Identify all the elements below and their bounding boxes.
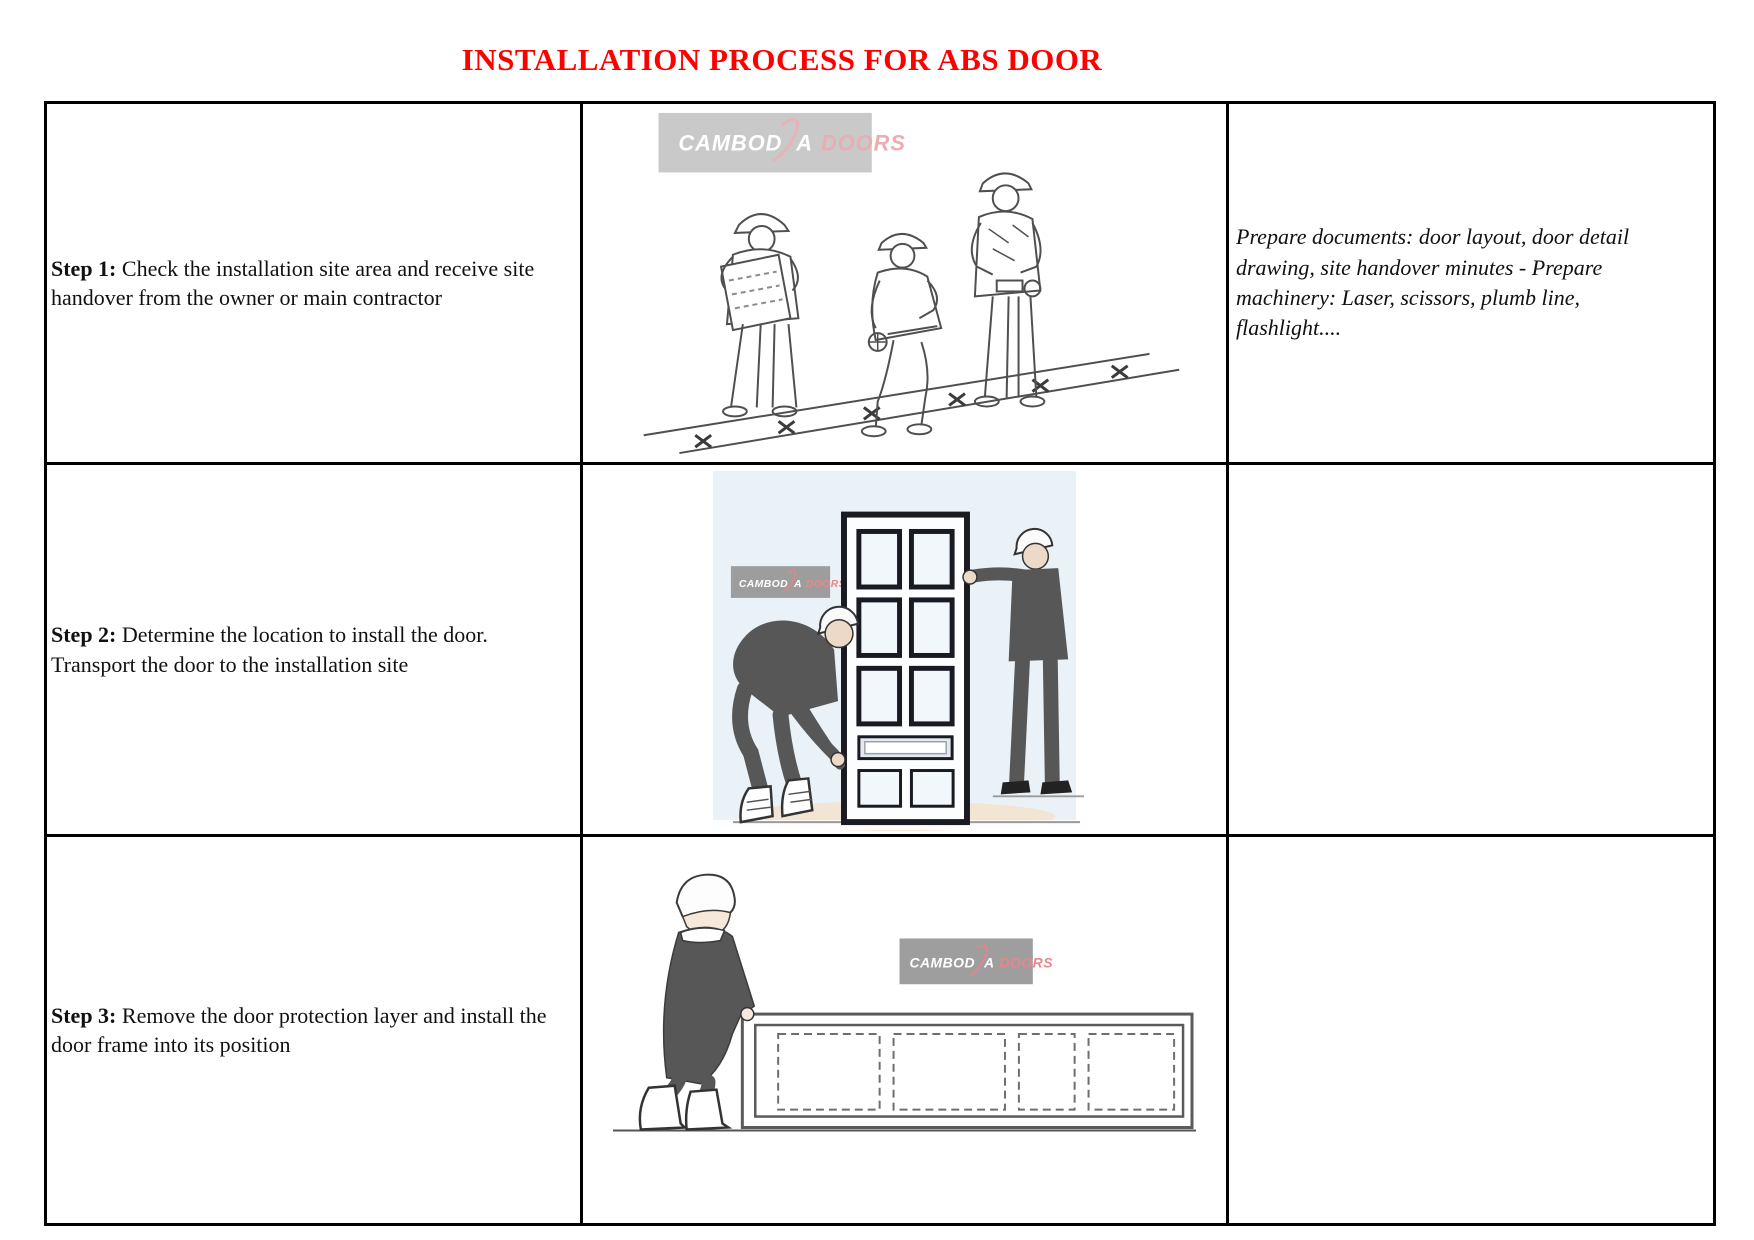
step3-body: Remove the door protection layer and ins… — [51, 1002, 547, 1057]
panel-door — [841, 511, 970, 826]
three-workers-drawing — [643, 172, 1180, 455]
step3-description-cell: Step 3: Remove the door protection layer… — [47, 837, 583, 1223]
door-frame — [613, 1012, 1196, 1132]
ground-path — [643, 352, 1180, 455]
step1-note: Prepare documents: door layout, door det… — [1236, 224, 1630, 341]
step1-image-cell: CAMBOD A DOORS — [583, 104, 1229, 465]
cambodia-doors-logo: CAMBOD A DOORS — [658, 112, 905, 173]
step2-body: Determine the location to install the do… — [51, 622, 488, 677]
step3-label: Step 3: — [51, 1002, 117, 1028]
workers-site-inspection-illustration: CAMBOD A DOORS — [643, 112, 1180, 455]
step1-text: Step 1: Check the installation site area… — [51, 254, 572, 312]
worker-reading-plans — [719, 213, 800, 418]
step1-body: Check the installation site area and rec… — [51, 255, 535, 310]
process-table: Step 1: Check the installation site area… — [44, 101, 1716, 1226]
step3-text: Step 3: Remove the door protection layer… — [51, 1001, 572, 1059]
worker-with-plumb-line — [860, 232, 943, 438]
logo-swoosh-icon — [771, 117, 800, 162]
worker-pushing-frame — [638, 873, 756, 1131]
logo-text-cambod: CAMBOD — [678, 131, 782, 156]
worker-standing — [970, 172, 1046, 408]
step1-label: Step 1: — [51, 255, 117, 281]
step3-note-cell — [1229, 837, 1713, 1223]
page-title: INSTALLATION PROCESS FOR ABS DOOR — [461, 42, 1103, 77]
logo-text-a: A — [795, 131, 813, 156]
step2-note-cell — [1229, 465, 1713, 837]
step1-note-cell: Prepare documents: door layout, door det… — [1229, 104, 1713, 465]
step1-description-cell: Step 1: Check the installation site area… — [47, 104, 583, 465]
logo-text-doors: DOORS — [821, 131, 906, 156]
step2-text: Step 2: Determine the location to instal… — [51, 620, 572, 678]
step2-label: Step 2: — [51, 622, 117, 648]
worker-lifting-door — [732, 605, 859, 824]
worker-holding-door — [962, 527, 1085, 798]
step2-description-cell: Step 2: Determine the location to instal… — [47, 465, 583, 837]
